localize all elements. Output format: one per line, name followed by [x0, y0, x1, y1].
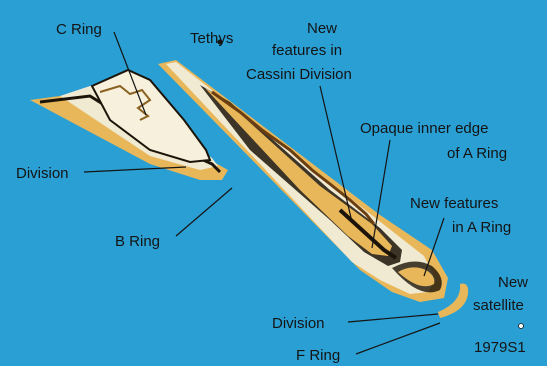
label-division-left: Division [16, 165, 69, 182]
label-division-bottom: Division [272, 315, 325, 332]
label-cassini-line3: Cassini Division [246, 66, 352, 83]
label-c-ring: C Ring [56, 21, 102, 38]
label-opaque-line1: Opaque inner edge [360, 120, 488, 137]
label-cassini-line1: New [307, 20, 337, 37]
label-new-features-a-line1: New features [410, 195, 498, 212]
new-satellite-dot [519, 324, 524, 329]
label-opaque-line2: of A Ring [447, 145, 507, 162]
label-cassini-line2: features in [272, 42, 342, 59]
label-f-ring: F Ring [296, 347, 340, 364]
label-new-satellite-line2: satellite [473, 297, 524, 314]
label-new-features-a-line2: in A Ring [452, 219, 511, 236]
label-b-ring: B Ring [115, 233, 160, 250]
label-tethys: Tethys [190, 30, 233, 47]
label-new-satellite-line3: 1979S1 [474, 339, 526, 356]
label-new-satellite-line1: New [498, 274, 528, 291]
